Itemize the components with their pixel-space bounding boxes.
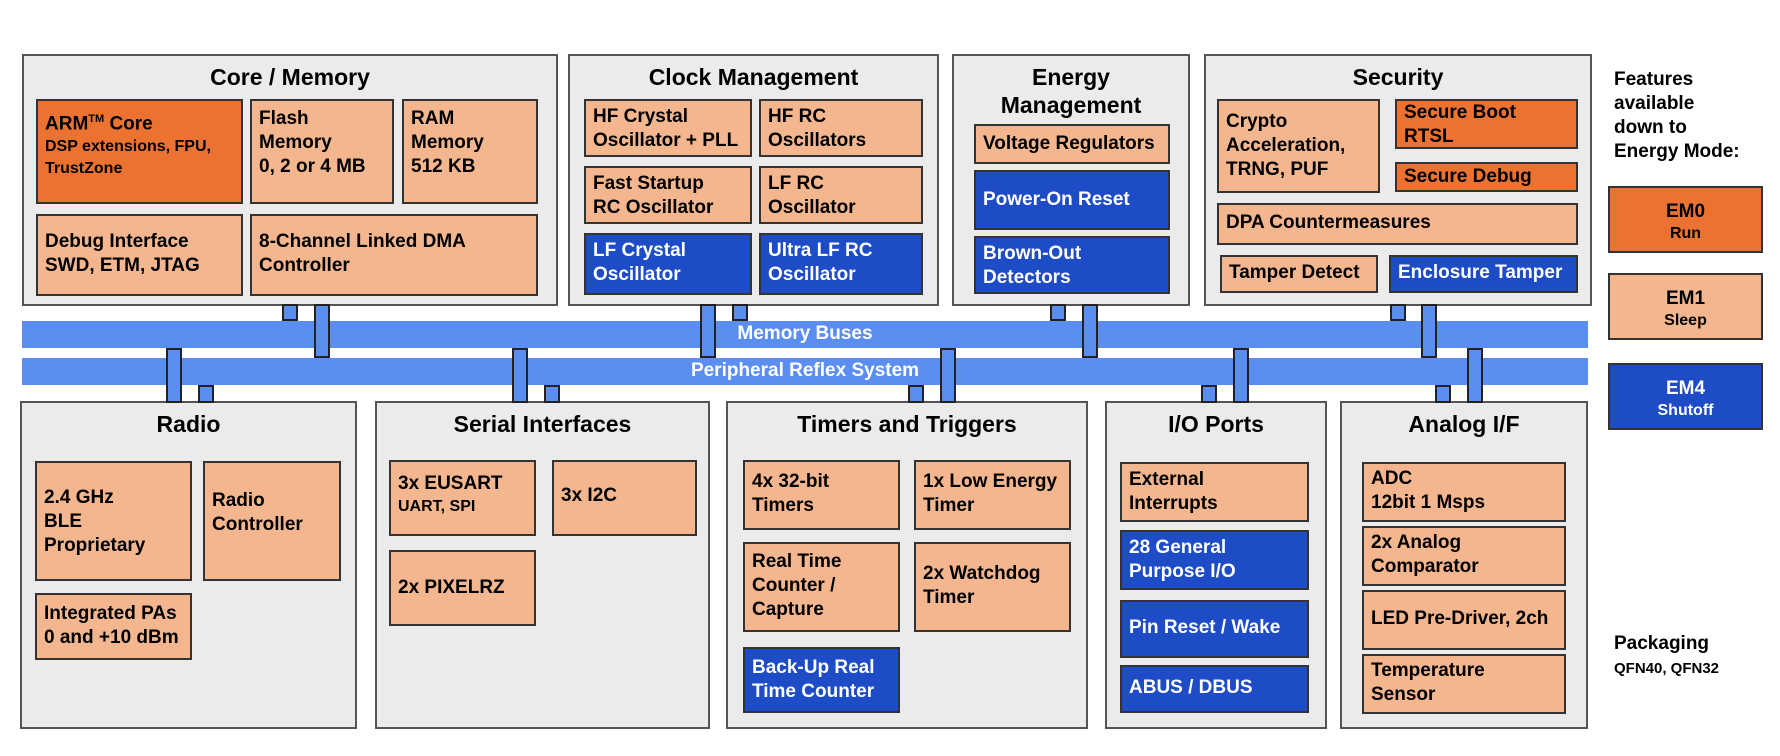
section-title: I/O Ports <box>1168 411 1264 437</box>
ultra-lf-rc-oscillator-block: Ultra LF RC Oscillator <box>759 233 923 295</box>
trademark-label: TM <box>88 113 105 125</box>
section-title: Timers and Triggers <box>797 411 1017 437</box>
memory-bus-label: Memory Buses <box>737 323 873 344</box>
bus-connector <box>1082 304 1098 358</box>
lf-rc-oscillator-block: LF RC Oscillator <box>759 166 923 224</box>
bus-connector <box>1421 304 1437 358</box>
legend-em1-desc: Sleep <box>1664 312 1707 329</box>
eusart-block: 3x EUSART UART, SPI <box>389 460 536 536</box>
debug-interface-block: Debug Interface SWD, ETM, JTAG <box>36 214 243 296</box>
fast-startup-rc-oscillator-block: Fast Startup RC Oscillator <box>584 166 752 224</box>
section-title: Analog I/F <box>1408 411 1520 437</box>
dma-controller-block: 8-Channel Linked DMA Controller <box>250 214 538 296</box>
power-on-reset-block: Power-On Reset <box>974 170 1170 230</box>
pixelrz-block: 2x PIXELRZ <box>389 550 536 626</box>
tamper-detect-block: Tamper Detect <box>1220 255 1378 293</box>
crypto-acceleration-block: Crypto Acceleration, TRNG, PUF <box>1217 99 1380 193</box>
bus-connector <box>940 348 956 403</box>
bus-connector <box>1050 304 1066 321</box>
bus-connector <box>314 304 330 358</box>
legend-em4-desc: Shutoff <box>1657 402 1714 419</box>
watchdog-timer-block: 2x Watchdog Timer <box>914 542 1071 632</box>
section-title: Energy Management <box>1000 64 1142 118</box>
arm-core-features: DSP extensions, FPU, TrustZone <box>45 138 211 178</box>
bus-connector <box>198 385 214 403</box>
external-interrupts-block: External Interrupts <box>1120 462 1309 522</box>
legend-em0: EM0 Run <box>1608 186 1763 253</box>
packaging-title: Packaging <box>1614 633 1710 654</box>
analog-comparator-block: 2x Analog Comparator <box>1362 526 1566 586</box>
bus-connector <box>166 348 182 403</box>
hf-crystal-oscillator-block: HF Crystal Oscillator + PLL <box>584 99 752 157</box>
legend-em4-name: EM4 <box>1665 378 1706 399</box>
bus-connector <box>732 304 748 321</box>
legend-em1-name: EM1 <box>1665 288 1706 309</box>
low-energy-timer-block: 1x Low Energy Timer <box>914 460 1071 530</box>
section-title: Radio <box>156 411 221 437</box>
bus-connector <box>512 348 528 403</box>
enclosure-tamper-block: Enclosure Tamper <box>1389 255 1578 293</box>
legend-em1: EM1 Sleep <box>1608 273 1763 340</box>
secure-debug-block: Secure Debug <box>1395 162 1578 192</box>
bus-connector <box>1201 385 1217 403</box>
memory-bus <box>22 321 1588 348</box>
prs-bus-label: Peripheral Reflex System <box>690 360 920 381</box>
integrated-pas-block: Integrated PAs 0 and +10 dBm <box>35 593 192 660</box>
section-title: Serial Interfaces <box>453 411 632 437</box>
voltage-regulators-block: Voltage Regulators <box>974 124 1170 164</box>
bus-connector <box>1390 304 1406 321</box>
bus-connector <box>700 304 716 358</box>
bus-connector <box>1435 385 1451 403</box>
bus-connector <box>1467 348 1483 403</box>
32bit-timers-block: 4x 32-bit Timers <box>743 460 900 530</box>
dpa-countermeasures-block: DPA Countermeasures <box>1217 203 1578 245</box>
arm-core-block: ARMTM Core DSP extensions, FPU, TrustZon… <box>36 99 243 204</box>
flash-memory-block: Flash Memory 0, 2 or 4 MB <box>250 99 394 204</box>
section-title: Core / Memory <box>210 64 370 90</box>
section-title: Security <box>1352 64 1444 90</box>
eusart-label: 3x EUSART <box>398 473 503 494</box>
secure-boot-block: Secure Boot RTSL <box>1395 99 1578 149</box>
ble-radio-block: 2.4 GHz BLE Proprietary <box>35 461 192 581</box>
arm-core-suffix: Core <box>104 113 153 135</box>
gpio-block: 28 General Purpose I/O <box>1120 530 1309 590</box>
packaging-value: QFN40, QFN32 <box>1614 660 1720 677</box>
i2c-block: 3x I2C <box>552 460 697 536</box>
bus-connector <box>282 304 298 321</box>
led-pre-driver-block: LED Pre-Driver, 2ch <box>1362 590 1566 650</box>
pin-reset-wake-block: Pin Reset / Wake <box>1120 600 1309 658</box>
legend-title: Features available down to Energy Mode: <box>1614 69 1740 162</box>
hf-rc-oscillator-block: HF RC Oscillators <box>759 99 923 157</box>
abus-dbus-block: ABUS / DBUS <box>1120 665 1309 713</box>
arm-core-label: ARM <box>45 113 89 135</box>
legend-em0-name: EM0 <box>1665 201 1706 222</box>
bus-connector <box>544 385 560 403</box>
adc-block: ADC 12bit 1 Msps <box>1362 462 1566 522</box>
section-title: Clock Management <box>648 64 859 90</box>
lf-crystal-oscillator-block: LF Crystal Oscillator <box>584 233 752 295</box>
ram-memory-block: RAM Memory 512 KB <box>402 99 538 204</box>
real-time-counter-block: Real Time Counter / Capture <box>743 542 900 632</box>
legend-em0-desc: Run <box>1669 225 1702 242</box>
bus-connector <box>908 385 924 403</box>
legend-em4: EM4 Shutoff <box>1608 363 1763 430</box>
bus-connector <box>1233 348 1249 403</box>
temperature-sensor-block: Temperature Sensor <box>1362 654 1566 714</box>
eusart-modes: UART, SPI <box>398 498 476 515</box>
backup-rtc-block: Back-Up Real Time Counter <box>743 647 900 713</box>
radio-controller-block: Radio Controller <box>203 461 341 581</box>
brown-out-detectors-block: Brown-Out Detectors <box>974 236 1170 294</box>
peripheral-reflex-system-bus <box>22 358 1588 385</box>
